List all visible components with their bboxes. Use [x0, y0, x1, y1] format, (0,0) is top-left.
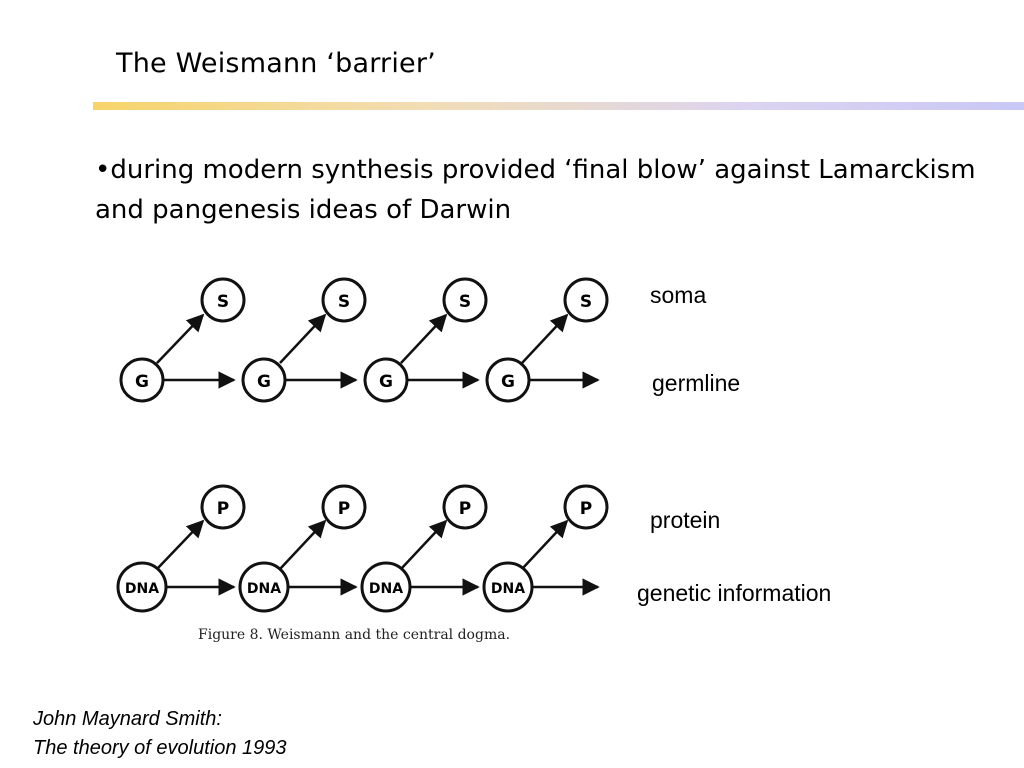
dna-node-label: DNA — [369, 581, 403, 597]
germ-node: G — [485, 357, 531, 403]
protein-node-label: P — [338, 499, 350, 519]
figure-caption: Figure 8. Weismann and the central dogma… — [198, 627, 510, 643]
protein-arrow — [279, 519, 327, 570]
germline-soma-row: S S S S G G G G — [119, 277, 609, 403]
label-protein: protein — [650, 507, 721, 533]
bullet-text: •during modern synthesis provided ‘final… — [95, 155, 976, 225]
protein-arrow — [400, 519, 448, 570]
soma-node-label: S — [580, 292, 592, 312]
dna-node: DNA — [238, 561, 290, 613]
dna-node: DNA — [116, 561, 168, 613]
soma-node-label: S — [459, 292, 471, 312]
protein-arrow — [521, 519, 569, 570]
germ-node-label: G — [135, 372, 149, 392]
label-soma: soma — [650, 282, 707, 308]
soma-arrow — [400, 313, 448, 364]
soma-node-label: S — [338, 292, 350, 312]
soma-node: S — [442, 277, 488, 323]
protein-node-label: P — [459, 499, 471, 519]
weismann-diagram: S S S S G G G G — [116, 277, 609, 643]
germ-node: G — [363, 357, 409, 403]
germ-node-label: G — [257, 372, 271, 392]
label-genetic-information: genetic information — [637, 580, 832, 606]
protein-node: P — [321, 484, 367, 530]
germ-node-label: G — [379, 372, 393, 392]
protein-node: P — [200, 484, 246, 530]
soma-node: S — [200, 277, 246, 323]
citation-work: The theory of evolution 1993 — [33, 737, 287, 759]
dna-node: DNA — [360, 561, 412, 613]
soma-arrow — [279, 313, 327, 364]
protein-arrow — [156, 519, 205, 570]
soma-arrow — [521, 313, 569, 364]
slide-title: The Weismann ‘barrier’ — [116, 48, 436, 79]
dna-protein-row: P P P P DNA DNA DNA DNA — [116, 484, 609, 613]
protein-node-label: P — [580, 499, 592, 519]
protein-node: P — [442, 484, 488, 530]
soma-node: S — [563, 277, 609, 323]
germ-node: G — [119, 357, 165, 403]
germ-node-label: G — [501, 372, 515, 392]
dna-node: DNA — [482, 561, 534, 613]
germ-node: G — [241, 357, 287, 403]
soma-node: S — [321, 277, 367, 323]
soma-arrow — [156, 313, 205, 364]
dna-node-label: DNA — [247, 581, 281, 597]
title-divider — [93, 102, 1024, 110]
dna-node-label: DNA — [491, 581, 525, 597]
label-germline: germline — [652, 370, 741, 396]
citation-author: John Maynard Smith: — [33, 708, 222, 730]
citation: John Maynard Smith: The theory of evolut… — [33, 705, 287, 763]
protein-node-label: P — [217, 499, 229, 519]
protein-node: P — [563, 484, 609, 530]
soma-node-label: S — [217, 292, 229, 312]
dna-node-label: DNA — [125, 581, 159, 597]
